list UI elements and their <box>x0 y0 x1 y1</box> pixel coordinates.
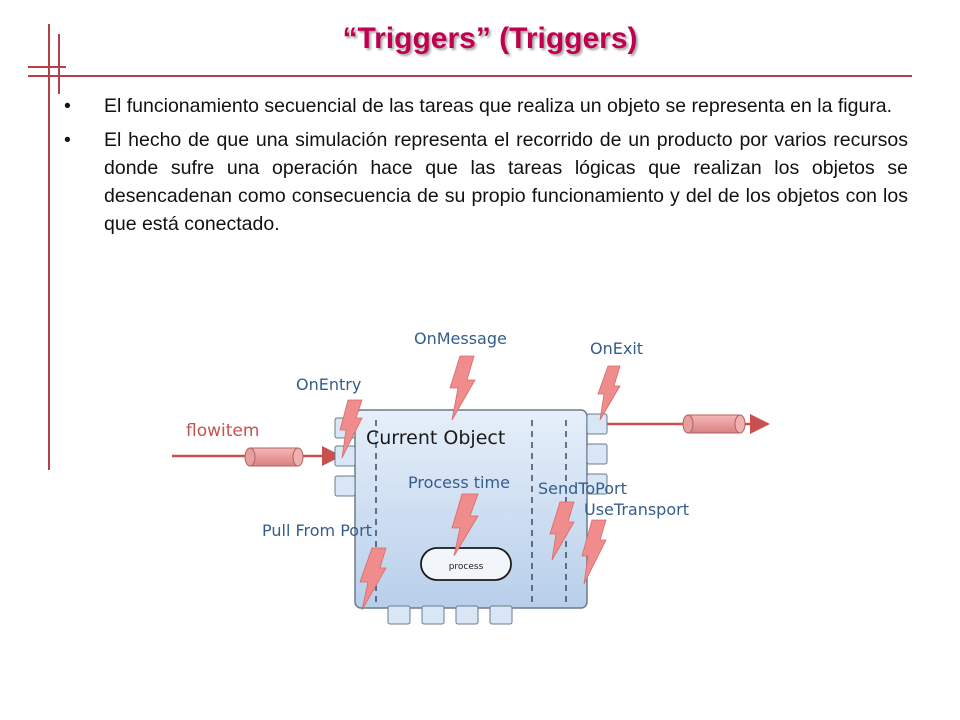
pull-from-port-label: Pull From Port <box>262 521 372 540</box>
slide-title: “Triggers” (Triggers) <box>342 22 638 55</box>
bottom-port <box>421 605 445 625</box>
use-transport-label: UseTransport <box>584 500 689 519</box>
output-port <box>586 443 608 465</box>
process-label: process <box>449 562 484 572</box>
on-message-lightning-icon <box>449 355 476 421</box>
output-port <box>586 413 608 435</box>
bottom-port <box>387 605 411 625</box>
use-transport-lightning-icon <box>581 519 607 585</box>
left-vertical-rule-inner <box>58 34 60 94</box>
on-message-label: OnMessage <box>414 329 507 348</box>
on-exit-label: OnExit <box>590 339 643 358</box>
process-time-label: Process time <box>408 473 510 492</box>
input-flowitem-cylinder <box>244 447 304 467</box>
output-port <box>586 473 608 495</box>
top-horizontal-rule-short <box>28 66 66 68</box>
bottom-port <box>489 605 513 625</box>
process-pill <box>420 547 512 581</box>
bullet-text: El funcionamiento secuencial de las tare… <box>104 95 893 117</box>
output-flowitem-cylinder <box>682 414 746 434</box>
input-port <box>334 475 356 497</box>
on-entry-lightning-icon <box>339 399 363 459</box>
bullet-marker: • <box>64 95 71 117</box>
bullet-marker: • <box>64 129 71 151</box>
process-time-lightning-icon <box>451 493 479 557</box>
bottom-port <box>455 605 479 625</box>
on-entry-label: OnEntry <box>296 375 361 394</box>
bullet-text: El hecho de que una simulación represent… <box>104 129 908 235</box>
send-to-port-lightning-icon <box>549 501 575 561</box>
pull-from-port-lightning-icon <box>359 547 387 611</box>
on-exit-lightning-icon <box>597 365 621 421</box>
bullet-item: • El hecho de que una simulación represe… <box>62 126 908 238</box>
left-vertical-rule-outer <box>48 24 50 470</box>
bullet-list: • El funcionamiento secuencial de las ta… <box>62 92 908 244</box>
flowitem-label: flowitem <box>186 421 259 441</box>
current-object-label: Current Object <box>366 427 505 449</box>
top-horizontal-rule <box>28 75 912 77</box>
bullet-item: • El funcionamiento secuencial de las ta… <box>62 92 908 120</box>
send-to-port-label: SendToPort <box>538 479 627 498</box>
